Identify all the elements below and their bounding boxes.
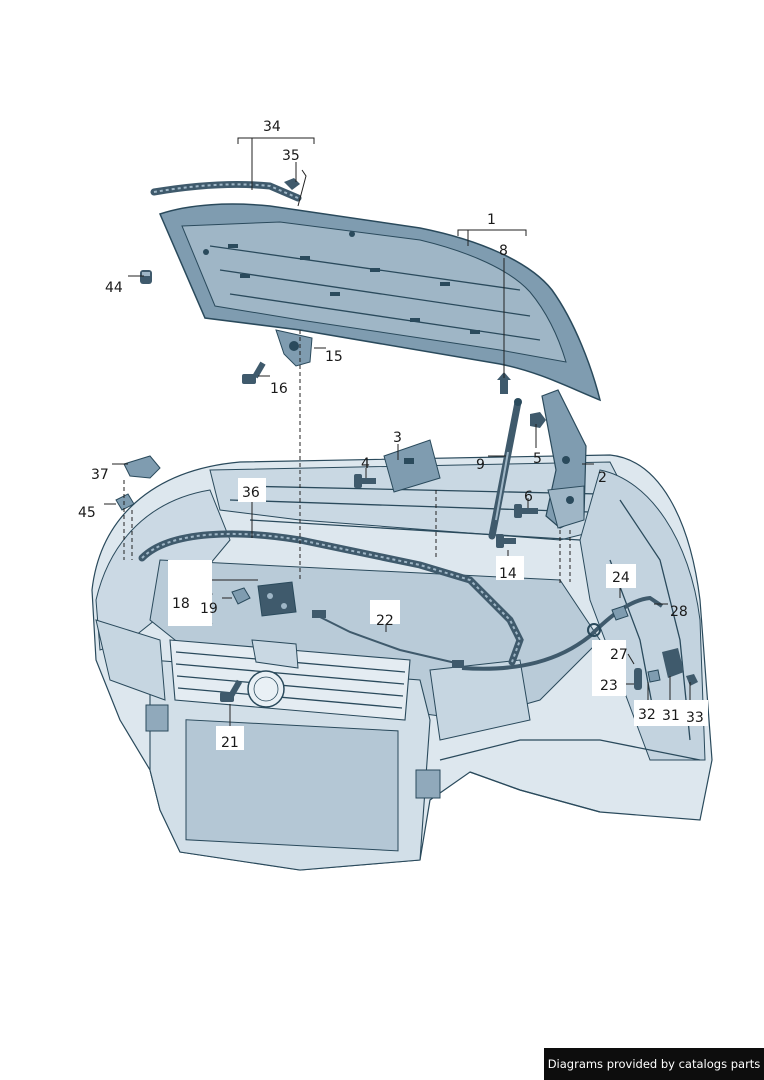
release-cable-24	[461, 595, 664, 671]
callout-14: 14	[499, 566, 517, 582]
callout-45: 45	[78, 505, 96, 521]
diagram-credit-banner: Diagrams provided by catalogs parts	[544, 1048, 764, 1080]
hood-lock-19	[257, 581, 297, 617]
right-fender	[579, 469, 706, 761]
hood-seal-34	[150, 180, 302, 202]
callout-35: 35	[282, 148, 300, 164]
callout-37: 37	[91, 467, 109, 483]
callout-16: 16	[270, 381, 288, 397]
hinge-2	[541, 389, 587, 529]
hood-panel	[158, 203, 602, 402]
callout-24: 24	[612, 570, 630, 586]
callout-4: 4	[361, 456, 370, 472]
callout-8: 8	[499, 243, 508, 259]
hood-inner-panel	[181, 221, 567, 363]
clip-28	[611, 605, 629, 621]
left-headlight-opening	[95, 619, 166, 701]
bolt-16	[242, 361, 266, 384]
hood-rib-1	[209, 245, 541, 341]
clip-33	[686, 674, 698, 686]
bracket-37	[123, 455, 161, 479]
callout-28: 28	[670, 604, 688, 620]
callout-33: 33	[686, 710, 704, 726]
callout-15: 15	[325, 349, 343, 365]
callout-27: 27	[610, 647, 628, 663]
gas-strut-9	[488, 398, 522, 540]
bolt-4	[354, 474, 376, 488]
credit-text: Diagrams provided by catalogs parts	[547, 1057, 761, 1071]
callout-6: 6	[524, 489, 533, 505]
callout-31: 31	[662, 708, 680, 724]
clip-35	[284, 178, 300, 190]
handle-31	[662, 648, 684, 678]
grille-emblem	[247, 670, 285, 708]
callout-21: 21	[221, 735, 239, 751]
bolt-6	[514, 504, 538, 518]
release-cable-22	[312, 610, 464, 668]
callout-5: 5	[533, 451, 542, 467]
clip-32	[647, 669, 661, 683]
nut-5	[530, 412, 546, 428]
bolt-21	[220, 679, 243, 702]
callout-23: 23	[600, 678, 618, 694]
leader-lines	[104, 137, 691, 728]
bolt-14	[496, 534, 516, 548]
release-lever-27	[634, 668, 642, 690]
switch-18	[231, 587, 251, 605]
right-headlight-opening	[429, 659, 531, 741]
bump-stop-44	[140, 270, 152, 284]
callout-34: 34	[263, 119, 281, 135]
lock-bracket	[251, 639, 299, 669]
callout-18: 18	[172, 596, 190, 612]
callout-19: 19	[200, 601, 218, 617]
callout-1: 1	[487, 212, 496, 228]
hood-latch-striker-15	[275, 329, 313, 367]
callout-labels: 34 35 1 8 44 15 16 3 4 5 9 2 6 14 37 45 …	[78, 119, 704, 751]
callout-22: 22	[376, 613, 394, 629]
seal-strip-36	[138, 530, 524, 666]
callout-44: 44	[105, 280, 123, 296]
callout-3: 3	[393, 430, 402, 446]
callout-9: 9	[476, 457, 485, 473]
callout-32: 32	[638, 707, 656, 723]
radiator-core	[185, 719, 399, 852]
callout-2: 2	[598, 470, 607, 486]
callout-36: 36	[242, 485, 260, 501]
